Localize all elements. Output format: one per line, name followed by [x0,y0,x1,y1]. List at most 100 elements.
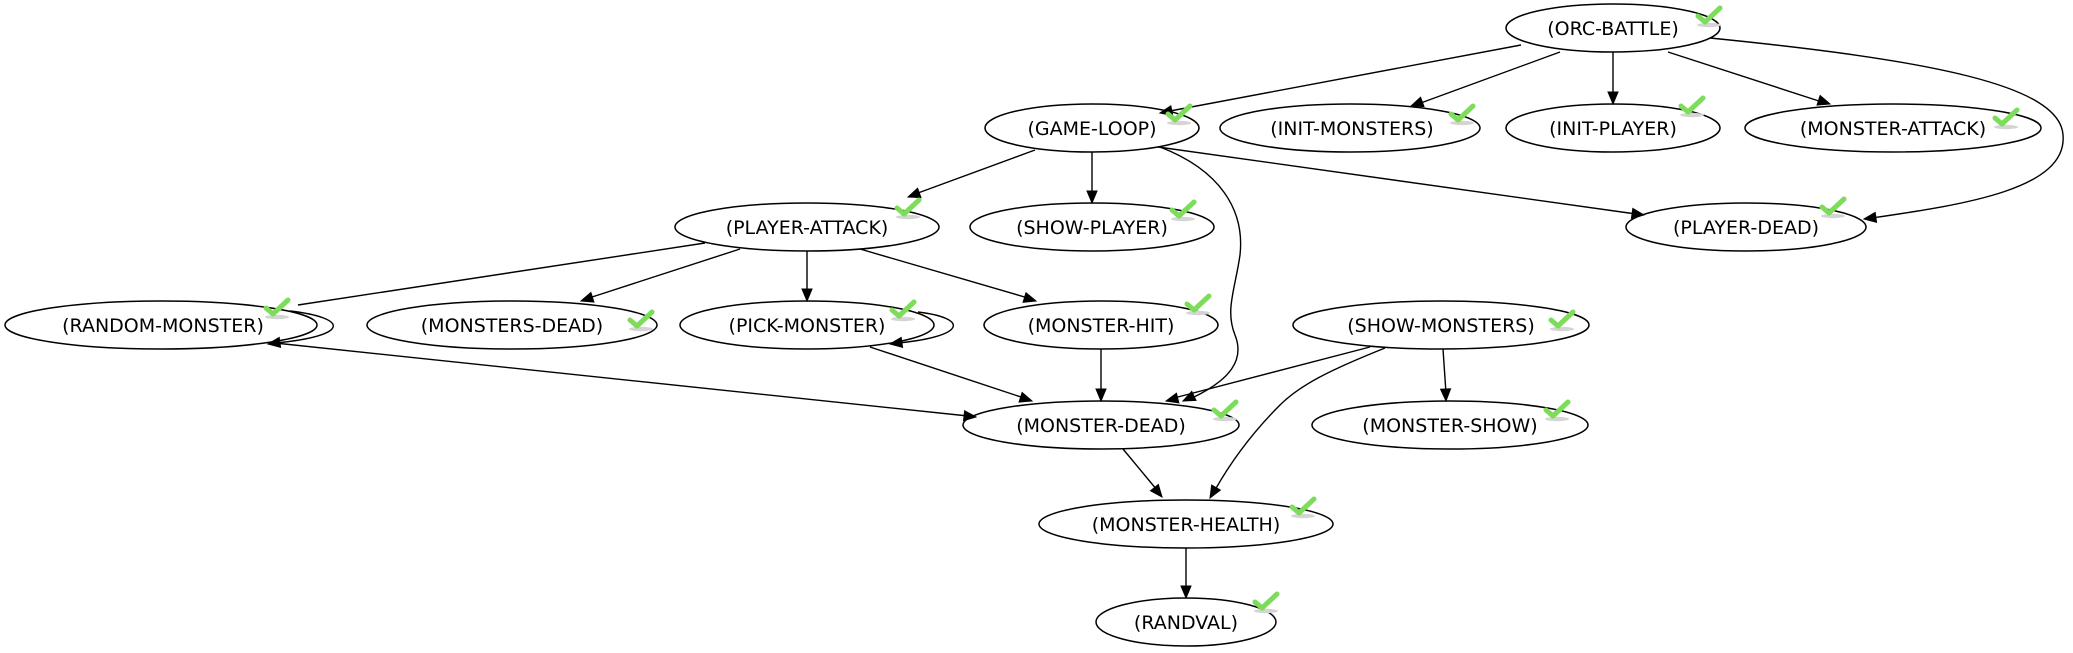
arrowhead-icon [962,409,978,422]
arrowhead-icon [906,187,922,199]
node-randval[interactable]: (RANDVAL) [1095,594,1278,647]
checkmark-icon [265,300,289,319]
node-ellipse [1219,103,1481,153]
edges-layer [266,37,2064,600]
arrowhead-icon [1018,391,1034,403]
checkmark-icon [1697,8,1721,27]
node-ellipse [1505,3,1721,53]
node-ellipse [1625,202,1867,252]
arrowhead-icon [579,291,595,303]
edge-line [274,342,969,417]
arrowhead-icon [1164,392,1180,404]
edge-line [274,310,334,344]
edge-player-attack-to-pick-monster [801,251,813,303]
edge-monster-dead-to-monster-health [1122,448,1163,499]
node-monster-dead[interactable]: (MONSTER-DEAD) [962,400,1240,450]
checkmark-icon [1213,402,1237,421]
arrowhead-icon [1862,211,1878,223]
node-label: (SHOW-PLAYER) [1016,217,1168,239]
checkmark-icon [1171,202,1195,221]
node-ellipse [1095,597,1277,647]
checkmark-icon [1450,106,1474,125]
edge-line [1417,51,1561,105]
node-monster-health[interactable]: (MONSTER-HEALTH) [1038,499,1334,549]
arrowhead-icon [1409,96,1425,108]
node-label: (RANDVAL) [1134,612,1238,634]
arrowhead-icon [1180,585,1192,600]
node-label: (PLAYER-ATTACK) [726,217,889,239]
node-label: (ORC-BATTLE) [1547,18,1679,40]
node-ellipse [1744,103,2042,153]
edge-game-loop-to-monster-dead [1159,146,1242,402]
node-ellipse [962,400,1240,450]
edge-orc-battle-to-monster-attack [1667,51,1832,106]
node-label: (INIT-PLAYER) [1549,118,1677,140]
edge-line [1159,146,1242,399]
node-label: (PICK-MONSTER) [729,315,886,337]
arrowhead-icon [1086,190,1098,205]
checkmark-icon [1821,199,1845,218]
edge-line [1214,347,1386,491]
checkmark-icon [1680,98,1704,117]
node-label: (PLAYER-DEAD) [1673,217,1819,239]
node-label: (GAME-LOOP) [1027,118,1156,140]
edge-monster-health-to-randval [1180,548,1192,600]
node-monster-show[interactable]: (MONSTER-SHOW) [1311,401,1589,450]
node-show-monsters[interactable]: (SHOW-MONSTERS) [1292,300,1590,350]
edge-line [1667,51,1823,103]
node-init-player[interactable]: (INIT-PLAYER) [1505,98,1721,153]
edge-line [869,346,1025,399]
edge-line [859,248,1029,299]
node-init-monsters[interactable]: (INIT-MONSTERS) [1219,103,1481,153]
node-orc-battle[interactable]: (ORC-BATTLE) [1505,3,1721,53]
node-ellipse [983,300,1219,350]
node-label: (MONSTERS-DEAD) [421,315,603,337]
node-label: (MONSTER-HIT) [1028,315,1175,337]
edge-line [917,149,1036,194]
edge-player-attack-to-monster-hit [859,248,1038,303]
arrowhead-icon [266,336,282,348]
node-game-loop[interactable]: (GAME-LOOP) [984,103,1200,153]
edge-orc-battle-to-player-dead [1709,37,2064,223]
node-ellipse [1292,300,1590,350]
node-pick-monster[interactable]: (PICK-MONSTER) [679,301,935,350]
node-label: (MONSTER-SHOW) [1362,415,1537,437]
edge-line [897,311,954,344]
checkmark-icon [1291,499,1315,518]
checkmark-icon [1550,312,1574,331]
edge-random-monster-to-monster-dead [274,342,978,422]
node-monster-attack[interactable]: (MONSTER-ATTACK) [1744,103,2042,153]
arrowhead-icon [1209,484,1222,500]
edge-line [1173,346,1371,399]
edge-line [1157,146,1637,215]
edge-orc-battle-to-init-player [1607,52,1619,106]
node-label: (SHOW-MONSTERS) [1347,315,1535,337]
edge-monster-hit-to-monster-dead [1095,349,1107,403]
arrowhead-icon [801,288,813,303]
edge-line [1169,44,1522,112]
node-player-attack[interactable]: (PLAYER-ATTACK) [674,200,940,252]
node-label: (INIT-MONSTERS) [1270,118,1433,140]
node-ellipse [366,300,658,350]
checkmark-icon [1254,594,1278,613]
node-ellipse [1505,103,1721,153]
checkmark-icon [629,312,653,331]
node-random-monster[interactable]: (RANDOM-MONSTER) [4,300,318,350]
edge-orc-battle-to-game-loop [1158,44,1522,117]
edge-show-monsters-to-monster-show [1439,348,1452,403]
checkmark-icon [896,200,920,219]
edge-random-monster-to-random-monster [266,310,334,348]
edge-game-loop-to-show-player [1086,152,1098,205]
edge-line [1122,448,1158,491]
node-ellipse [969,202,1215,252]
node-show-player[interactable]: (SHOW-PLAYER) [969,202,1215,252]
node-monsters-dead[interactable]: (MONSTERS-DEAD) [366,300,658,350]
node-label: (RANDOM-MONSTER) [62,315,264,337]
edge-show-monsters-to-monster-dead [1164,346,1371,404]
node-monster-hit[interactable]: (MONSTER-HIT) [983,296,1219,350]
node-player-dead[interactable]: (PLAYER-DEAD) [1625,199,1867,252]
edge-player-attack-to-monsters-dead [579,248,741,303]
node-ellipse [674,202,940,252]
arrowhead-icon [1439,388,1452,403]
